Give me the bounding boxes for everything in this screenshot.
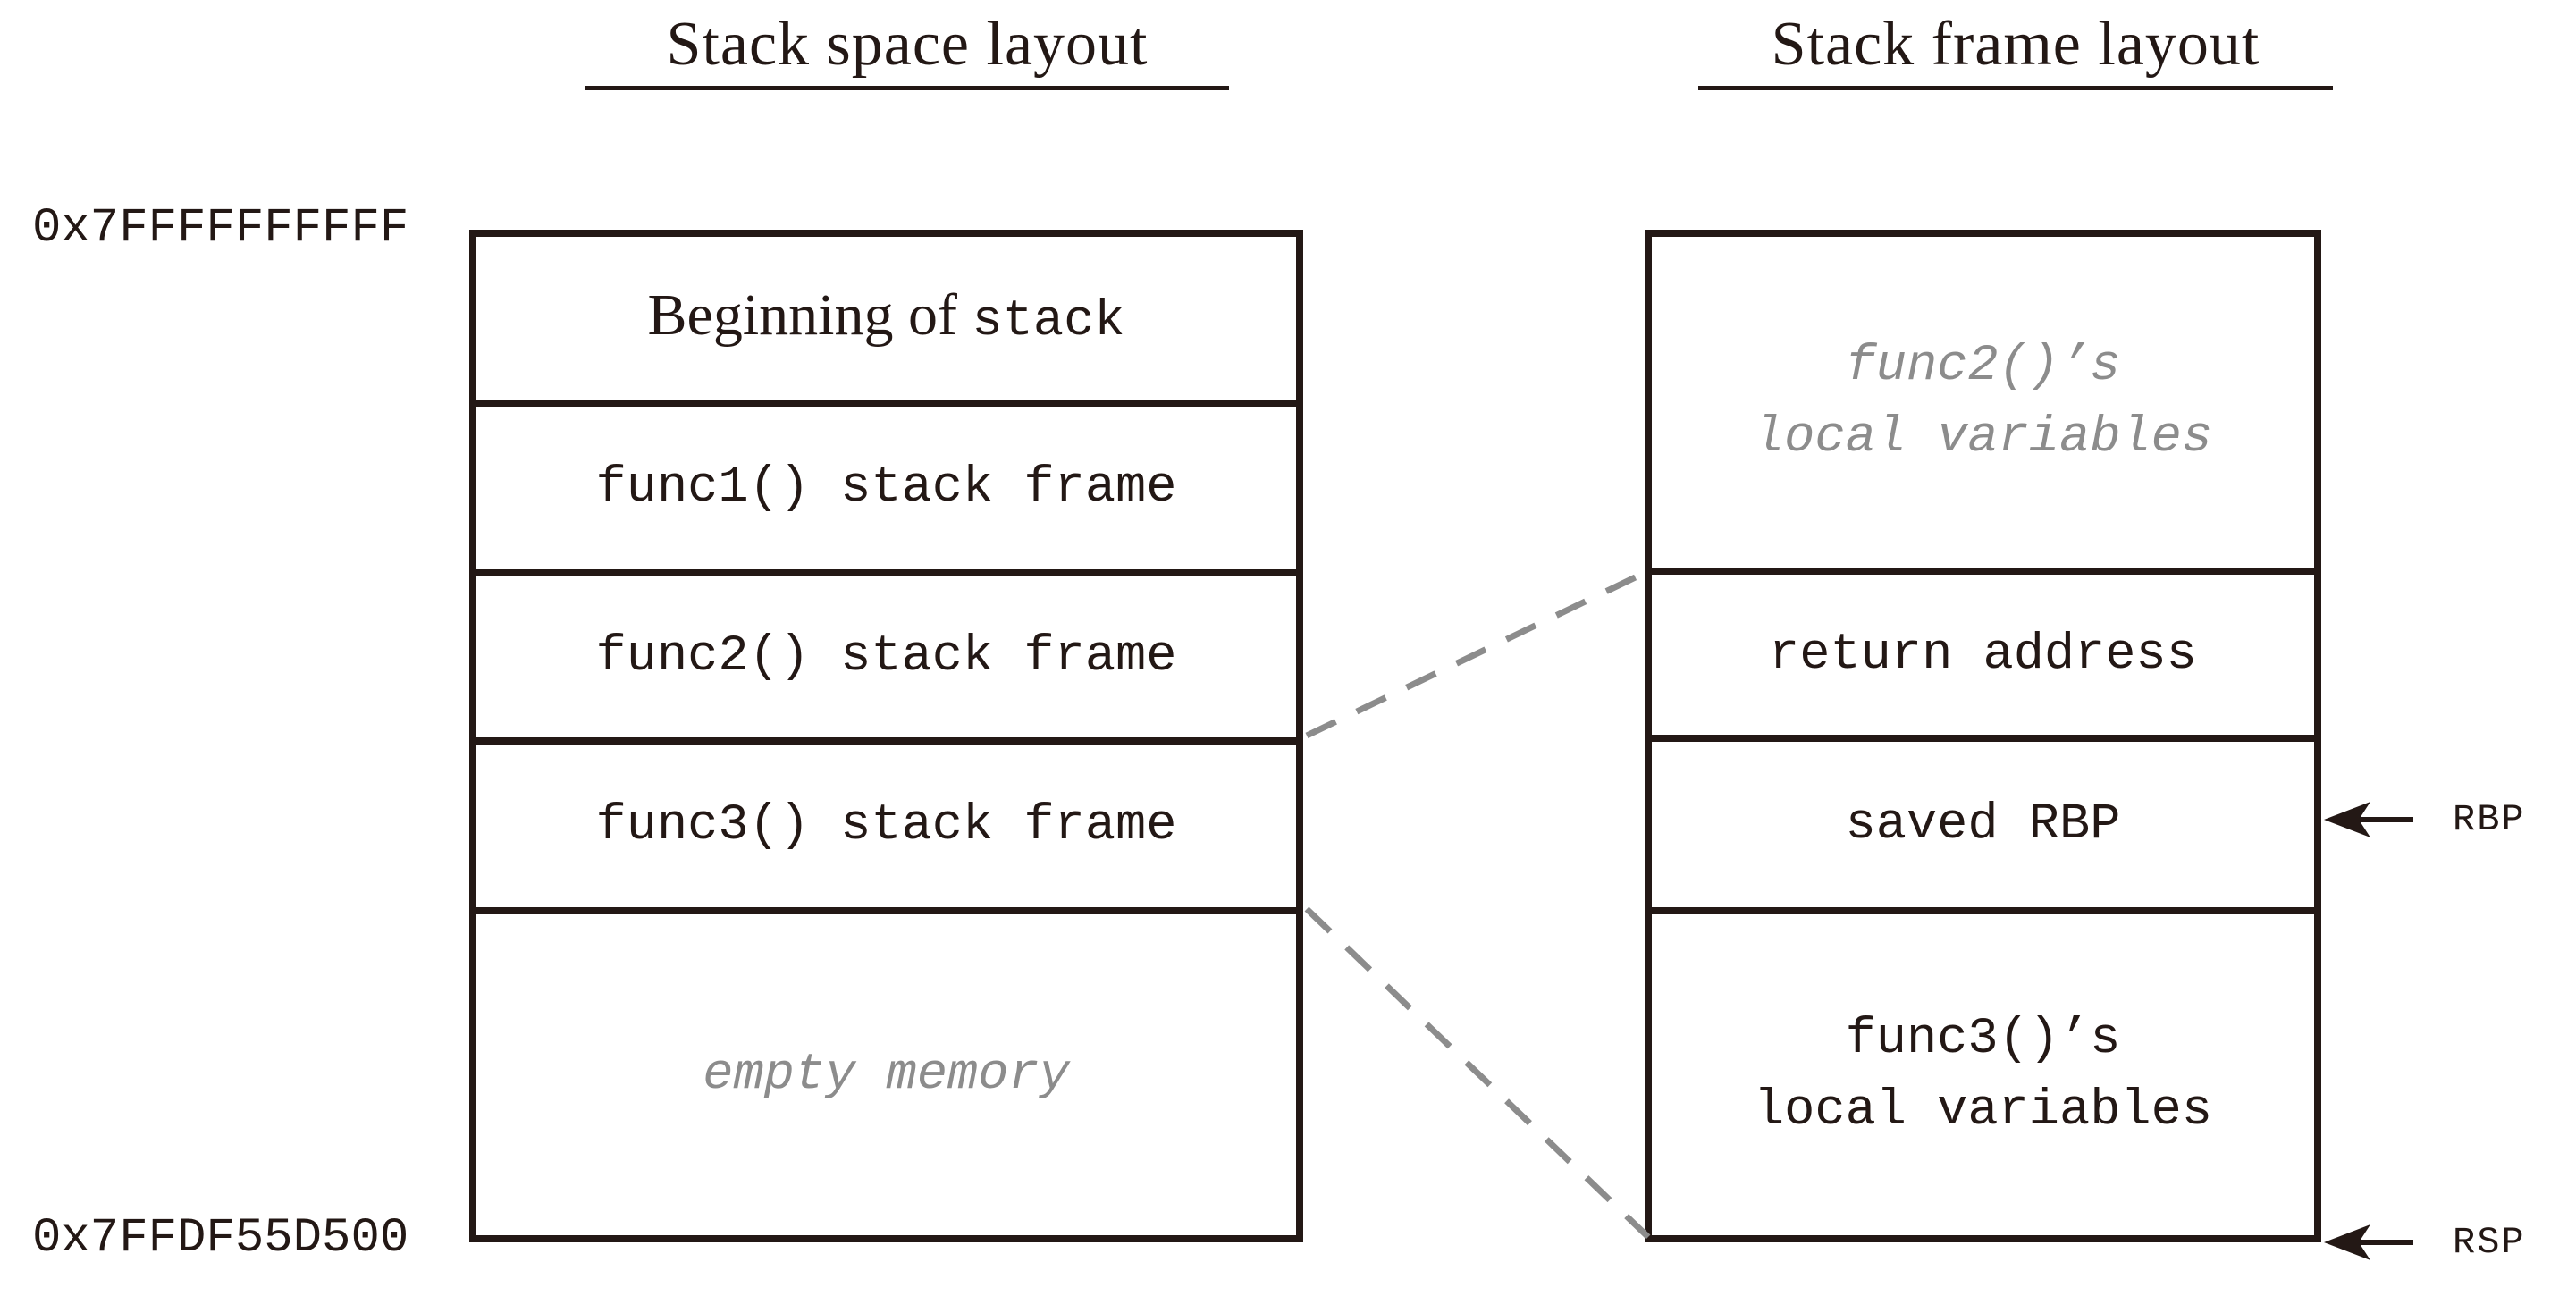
cell-func2-locals-line2: local variables <box>1753 409 2213 467</box>
rbp-arrow <box>2324 802 2413 837</box>
cell-func2-locals: func2()’s local variables <box>1652 237 2314 568</box>
cell-empty-memory: empty memory <box>476 907 1296 1235</box>
stack-space-box: Beginning of stack func1() stack frame f… <box>469 230 1303 1242</box>
stack-frame-title: Stack frame layout <box>1698 4 2333 90</box>
cell-beginning-of-stack: Beginning of stack <box>476 237 1296 400</box>
rsp-label: RSP <box>2453 1221 2526 1264</box>
cell-func2-locals-line1: func2()’s <box>1845 338 2121 395</box>
cell-func3-locals-line2: local variables <box>1753 1081 2213 1140</box>
address-bottom-label: 0x7FFDF55D500 <box>32 1211 409 1266</box>
beginning-of-mono-text: stack <box>972 292 1125 350</box>
cell-return-address: return address <box>1652 568 2314 735</box>
address-top-label: 0x7FFFFFFFFFF <box>32 201 409 256</box>
beginning-of-serif-text: Beginning of <box>647 282 957 348</box>
cell-func2-frame: func2() stack frame <box>476 569 1296 737</box>
cell-func3-frame: func3() stack frame <box>476 737 1296 907</box>
stack-frame-box: func2()’s local variables return address… <box>1645 230 2321 1242</box>
cell-beginning-of-stack-text: Beginning of stack <box>648 280 1125 358</box>
rsp-arrow <box>2324 1224 2413 1260</box>
cell-func3-locals-line1: func3()’s <box>1845 1010 2121 1068</box>
rbp-label: RBP <box>2453 798 2526 841</box>
cell-saved-rbp: saved RBP <box>1652 735 2314 907</box>
dashed-connector-bottom <box>1304 906 1651 1240</box>
dashed-connector-top <box>1305 568 1650 739</box>
stack-space-title: Stack space layout <box>585 4 1229 90</box>
cell-func1-frame: func1() stack frame <box>476 400 1296 569</box>
cell-func3-locals: func3()’s local variables <box>1652 907 2314 1235</box>
